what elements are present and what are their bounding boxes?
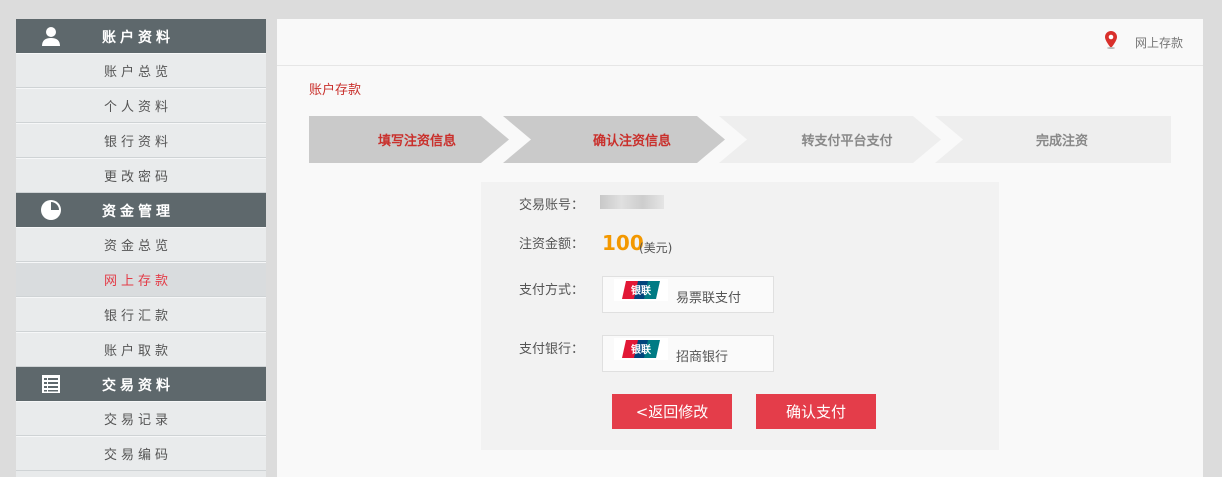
- step-fill-info: 填写注资信息: [377, 134, 456, 149]
- step-complete: 完成注资: [1035, 134, 1088, 149]
- sidebar-item-account-overview[interactable]: 账户总览: [16, 53, 266, 88]
- amount-unit: (美元): [639, 241, 673, 255]
- section-header-funds[interactable]: 资金管理: [16, 193, 266, 227]
- sidebar: 账户资料 账户总览 个人资料 银行资料 更改密码 资金管理 资金总览 网上存款 …: [16, 19, 266, 477]
- user-icon: [42, 27, 60, 46]
- unionpay-logo: 银联: [614, 279, 668, 301]
- confirm-pay-button[interactable]: 确认支付: [756, 394, 876, 429]
- unionpay-logo: 银联: [614, 338, 668, 360]
- step-payment-platform: 转支付平台支付: [801, 134, 893, 149]
- progress-steps: 填写注资信息 确认注资信息 转支付平台支付 完成注资: [309, 116, 1171, 163]
- account-label: 交易账号：: [519, 198, 585, 213]
- pay-bank-value: 招商银行: [676, 350, 729, 365]
- svg-text:银联: 银联: [631, 284, 651, 297]
- pay-method-value: 易票联支付: [676, 291, 742, 306]
- svg-text:银联: 银联: [631, 343, 651, 356]
- main-panel: 网上存款 账户存款 填写注资信息 确认注资信息 转支付平台支付 完成注资 交易账…: [277, 19, 1203, 477]
- sidebar-item-bank-transfer[interactable]: 银行汇款: [16, 297, 266, 332]
- sidebar-item-online-deposit[interactable]: 网上存款: [16, 262, 266, 297]
- top-bar: 网上存款: [277, 19, 1203, 66]
- pie-chart-icon: [41, 200, 61, 220]
- confirm-panel: 交易账号： 注资金额： 100 (美元) 支付方式： 银联 易票联支付 支付银行…: [481, 182, 999, 450]
- sidebar-item-bank-info[interactable]: 银行资料: [16, 123, 266, 158]
- steps-background: [309, 116, 1171, 163]
- pay-bank-label: 支付银行：: [519, 342, 585, 357]
- amount-label: 注资金额：: [519, 237, 585, 252]
- pay-method-option[interactable]: 银联 易票联支付: [602, 276, 774, 313]
- amount-value: 100: [602, 231, 644, 255]
- section-title: 交易资料: [102, 378, 174, 394]
- section-title: 资金管理: [102, 204, 174, 220]
- step-confirm-info: 确认注资信息: [592, 134, 671, 149]
- sidebar-item-trade-records[interactable]: 交易记录: [16, 401, 266, 436]
- page-title: 账户存款: [309, 83, 362, 98]
- sidebar-item-personal-info[interactable]: 个人资料: [16, 88, 266, 123]
- section-header-account[interactable]: 账户资料: [16, 19, 266, 53]
- table-list-icon: [42, 375, 60, 393]
- breadcrumb-location[interactable]: 网上存款: [1134, 36, 1183, 50]
- section-header-trading[interactable]: 交易资料: [16, 367, 266, 401]
- pay-method-label: 支付方式：: [519, 283, 585, 298]
- map-pin-icon: [1105, 31, 1117, 49]
- pay-bank-option[interactable]: 银联 招商银行: [602, 335, 774, 372]
- sidebar-item-change-password[interactable]: 更改密码: [16, 158, 266, 193]
- account-value-redacted: [600, 195, 664, 209]
- section-title: 账户资料: [102, 30, 174, 46]
- sidebar-item-withdrawal[interactable]: 账户取款: [16, 332, 266, 367]
- back-edit-button[interactable]: <返回修改: [612, 394, 732, 429]
- sidebar-item-trade-codes[interactable]: 交易编码: [16, 436, 266, 471]
- sidebar-item-funds-overview[interactable]: 资金总览: [16, 227, 266, 262]
